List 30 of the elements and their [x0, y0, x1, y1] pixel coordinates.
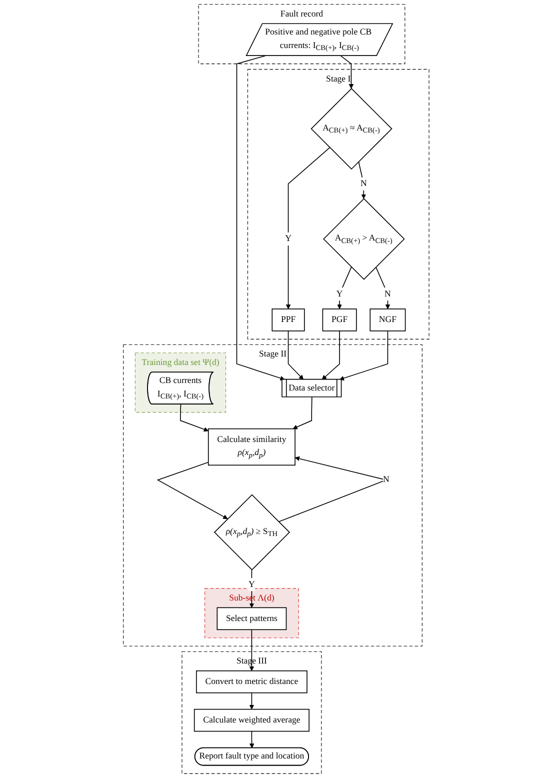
- arrow: [375, 266, 390, 310]
- node-diamond: A$_{CB(+)}$ ≈ A$_{CB(-)}$: [310, 88, 392, 170]
- node-box: Calculate weighted average: [194, 708, 310, 732]
- node-box: PPF: [272, 308, 305, 332]
- arrow: [249, 629, 254, 672]
- edge-label: Y: [336, 289, 343, 299]
- node-diamond: ρ(x$_{p}$,d$_{p}$) ≥ S$_{TH}$: [214, 494, 290, 570]
- arrow: [336, 266, 352, 310]
- arrow: [236, 55, 285, 381]
- arrow: [180, 404, 208, 432]
- edge-label: Y: [284, 234, 292, 244]
- arrow: [249, 730, 254, 748]
- node-box: NGF: [370, 308, 406, 332]
- node-box: Calculate similarity ρ(x$_{p}$,d$_{p}$): [208, 428, 296, 466]
- arrow: [286, 147, 330, 310]
- arrow: [288, 330, 304, 380]
- arrow: [156, 462, 228, 520]
- arrow: [322, 330, 340, 380]
- node-box: Select patterns: [216, 607, 286, 630]
- edge-label: N: [382, 475, 390, 484]
- arrow: [249, 692, 254, 710]
- edge-label: N: [360, 178, 367, 188]
- arrow: [340, 55, 354, 89]
- edge-label: Y: [248, 580, 255, 590]
- node-box: PGF: [322, 308, 357, 332]
- edge-label: N: [384, 289, 391, 299]
- arrow: [292, 396, 312, 430]
- arrow: [339, 330, 388, 381]
- node-diamond: A$_{CB(+)}$ > A$_{CB(-)}$: [322, 198, 405, 280]
- node-box: Convert to metric distance: [196, 670, 308, 694]
